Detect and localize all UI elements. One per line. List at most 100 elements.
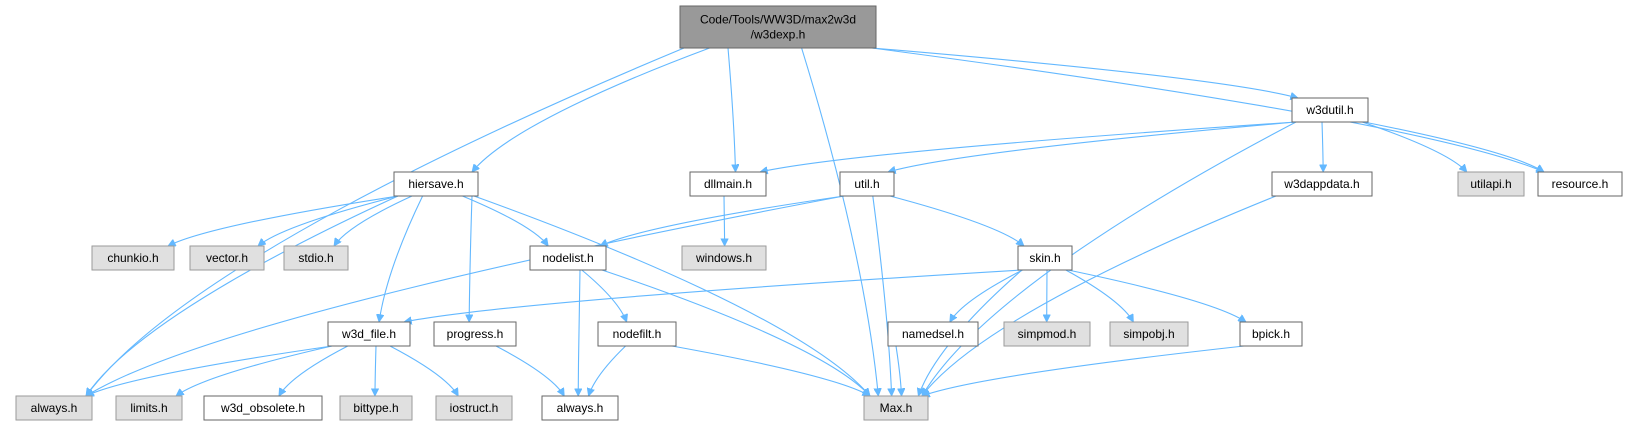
node-w3dappdata[interactable]: w3dappdata.h <box>1271 171 1373 197</box>
edge-nodelist-to-nodefilt <box>581 269 627 322</box>
node-iostruct: iostruct.h <box>435 395 513 421</box>
node-box <box>1457 171 1525 197</box>
node-box <box>1271 171 1373 197</box>
node-box <box>433 321 517 347</box>
edge-bpick-to-max <box>922 345 1245 396</box>
node-label: util.h <box>854 177 879 191</box>
edge-hiersave-to-w3d_file <box>379 195 424 322</box>
edge-hiersave-to-chunkio <box>168 195 399 247</box>
file-nodes: Code/Tools/WW3D/max2w3d/w3dexp.hhiersave… <box>15 5 1623 421</box>
node-box <box>189 245 265 271</box>
node-nodefilt[interactable]: nodefilt.h <box>597 321 677 347</box>
edge-dllmain-to-windows <box>724 195 725 246</box>
node-label: Max.h <box>880 401 913 415</box>
node-w3dutil[interactable]: w3dutil.h <box>1291 97 1369 123</box>
edge-w3dexp-to-resource <box>871 47 1544 172</box>
node-stdio: stdio.h <box>283 245 349 271</box>
edge-w3dutil-to-util <box>888 121 1297 172</box>
edge-w3d_file-to-w3d_obsolete <box>278 345 349 396</box>
edge-w3dutil-to-resource <box>1363 121 1544 172</box>
edge-namedsel-to-max <box>895 345 902 396</box>
edge-util-to-max <box>872 195 892 396</box>
node-box <box>679 5 877 49</box>
edge-w3dutil-to-utilapi <box>1362 121 1467 172</box>
node-box <box>15 395 93 421</box>
node-limits: limits.h <box>115 395 183 421</box>
edge-skin-to-namedsel <box>949 269 1023 322</box>
node-label: /w3dexp.h <box>751 28 806 42</box>
node-label: simpmod.h <box>1018 327 1077 341</box>
edge-nodefilt-to-always_doc <box>589 345 626 396</box>
node-label: resource.h <box>1552 177 1609 191</box>
edge-w3dutil-to-w3dappdata <box>1322 121 1323 172</box>
node-label: stdio.h <box>298 251 333 265</box>
node-always-doc[interactable]: always.h <box>541 395 619 421</box>
node-box <box>529 245 607 271</box>
node-box <box>681 245 767 271</box>
node-utilapi: utilapi.h <box>1457 171 1525 197</box>
node-util[interactable]: util.h <box>839 171 895 197</box>
node-label: hiersave.h <box>408 177 463 191</box>
node-label: dllmain.h <box>704 177 752 191</box>
node-chunkio: chunkio.h <box>91 245 175 271</box>
node-box <box>435 395 513 421</box>
node-box <box>541 395 619 421</box>
node-bpick[interactable]: bpick.h <box>1239 321 1303 347</box>
node-label: nodefilt.h <box>613 327 662 341</box>
node-box <box>887 321 979 347</box>
node-w3d-obsolete[interactable]: w3d_obsolete.h <box>203 395 323 421</box>
node-label: chunkio.h <box>107 251 158 265</box>
node-nodelist[interactable]: nodelist.h <box>529 245 607 271</box>
dependency-edges <box>86 47 1544 397</box>
node-label: simpobj.h <box>1123 327 1174 341</box>
node-label: windows.h <box>695 251 752 265</box>
edge-w3dutil-to-dllmain <box>760 121 1297 172</box>
node-label: always.h <box>557 401 604 415</box>
node-box <box>1017 245 1073 271</box>
node-box <box>339 395 413 421</box>
node-box <box>1239 321 1303 347</box>
edge-w3dexp-to-max <box>801 47 879 396</box>
node-label: utilapi.h <box>1470 177 1511 191</box>
node-simpobj: simpobj.h <box>1109 321 1189 347</box>
edge-hiersave-to-max <box>473 195 870 396</box>
edge-util-to-nodelist <box>600 195 845 246</box>
node-w3d-file[interactable]: w3d_file.h <box>327 321 411 347</box>
edge-skin-to-w3d_file <box>404 269 1023 322</box>
edge-w3dexp-to-always_ext <box>86 47 685 396</box>
node-label: always.h <box>31 401 78 415</box>
edge-hiersave-to-nodelist <box>462 195 548 246</box>
edge-w3d_file-to-limits <box>176 345 333 396</box>
edge-skin-to-bpick <box>1067 269 1246 322</box>
node-label: w3d_obsolete.h <box>220 401 305 415</box>
edge-w3dexp-to-hiersave <box>472 47 710 172</box>
edge-hiersave-to-progress <box>469 195 472 322</box>
node-dllmain[interactable]: dllmain.h <box>689 171 767 197</box>
edge-util-to-always_ext <box>86 195 845 397</box>
node-box <box>115 395 183 421</box>
node-box <box>393 171 479 197</box>
node-max: Max.h <box>863 395 929 421</box>
node-box <box>597 321 677 347</box>
node-windows: windows.h <box>681 245 767 271</box>
node-hiersave[interactable]: hiersave.h <box>393 171 479 197</box>
node-progress[interactable]: progress.h <box>433 321 517 347</box>
edge-nodelist-to-always_doc <box>578 269 580 396</box>
node-label: progress.h <box>447 327 504 341</box>
node-label: limits.h <box>130 401 167 415</box>
node-box <box>1537 171 1623 197</box>
node-label: skin.h <box>1029 251 1060 265</box>
edge-hiersave-to-stdio <box>334 195 413 246</box>
node-resource[interactable]: resource.h <box>1537 171 1623 197</box>
edge-w3dappdata-to-max <box>922 195 1277 396</box>
node-namedsel[interactable]: namedsel.h <box>887 321 979 347</box>
node-skin[interactable]: skin.h <box>1017 245 1073 271</box>
node-simpmod: simpmod.h <box>1003 321 1091 347</box>
edge-w3d_file-to-bittype <box>375 345 376 396</box>
node-bittype: bittype.h <box>339 395 413 421</box>
edge-w3d_file-to-always_ext <box>86 345 333 396</box>
node-label: nodelist.h <box>542 251 593 265</box>
edge-w3dexp-to-dllmain <box>727 47 736 172</box>
edge-hiersave-to-vector <box>258 195 399 246</box>
